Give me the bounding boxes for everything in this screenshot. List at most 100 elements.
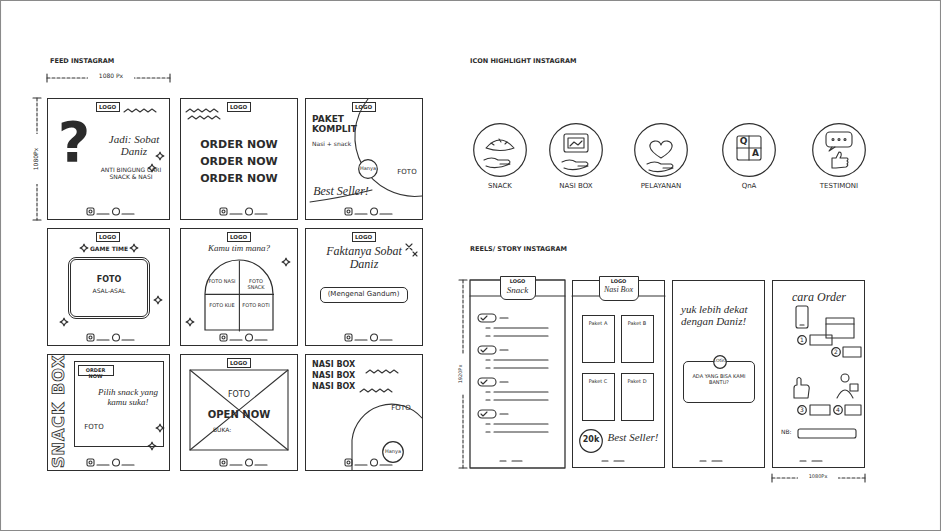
dimension-line xyxy=(772,474,865,482)
post-footer-icons xyxy=(87,459,134,466)
photo-placeholder xyxy=(190,370,288,450)
node-text: 4 xyxy=(833,407,843,414)
testimonial-icon xyxy=(832,152,848,168)
testimonial-icon xyxy=(838,139,840,141)
order-step-icons xyxy=(796,306,808,328)
doodle-sparkle xyxy=(130,244,138,252)
feed-post: FOTOOPEN NOWBUKA:LOGO xyxy=(180,354,298,471)
node-text: ORDER NOW xyxy=(79,368,112,379)
testimonial-icon xyxy=(829,147,835,151)
nasi-box-icon xyxy=(570,141,582,146)
post-footer-icons xyxy=(87,334,134,341)
node-text: FOTO xyxy=(386,405,416,413)
snack-icon xyxy=(491,139,507,145)
screen-footer-marks xyxy=(700,460,722,461)
circle-outline xyxy=(722,123,776,177)
order-step-icons xyxy=(841,374,849,382)
node-text: OPEN NOW xyxy=(191,409,287,420)
node-text: NASI BOX xyxy=(312,361,372,370)
order-step-icons xyxy=(850,384,858,391)
node-text: NB: xyxy=(781,429,801,436)
snack-icon xyxy=(484,139,514,168)
node-text: FOTO xyxy=(71,276,147,285)
node-text: FOTO xyxy=(79,424,109,432)
node-text: Hanya xyxy=(382,449,404,455)
logo-circle: LOGO xyxy=(711,355,729,369)
arch-outline xyxy=(205,260,273,330)
node-text: NASI BOX xyxy=(534,183,618,191)
logo-box: LOGO xyxy=(227,358,251,368)
menu-list xyxy=(478,314,548,336)
node-text: (Mengenal Gandum) xyxy=(321,291,406,299)
node-text: Paket B xyxy=(622,321,652,327)
node-text: Jadi: Sobat Daniz xyxy=(100,133,168,157)
price-badge: Hanya xyxy=(358,159,378,179)
node-text: NASI BOX xyxy=(312,372,372,381)
service-icon xyxy=(647,141,673,172)
testimonial-icon xyxy=(844,139,846,141)
doodle-zigzag xyxy=(366,370,398,373)
dimension-line xyxy=(459,279,467,280)
doodle-sparkle xyxy=(60,318,68,326)
node-text: GAME TIME xyxy=(78,246,140,253)
step-number: 1 xyxy=(797,335,807,345)
node-text: ? xyxy=(52,111,96,173)
node-text: FOTO xyxy=(394,169,420,177)
circle-outline xyxy=(580,430,603,453)
photo-placeholder xyxy=(190,370,288,450)
highlight-icon: TESTIMONI xyxy=(812,123,866,177)
node-text: cara Order xyxy=(787,291,851,304)
order-step-icons xyxy=(843,347,861,357)
feed-post: SNACK BOX Pilih snack yang kamu suka! FOTO… xyxy=(47,354,170,471)
doodle-cross xyxy=(406,244,417,256)
circle-outline xyxy=(798,336,807,345)
feed-post: Faktanya Sobat DanizLOGO(Mengenal Gandum… xyxy=(305,228,423,346)
circle-outline xyxy=(832,348,841,357)
snack-icon xyxy=(484,158,510,168)
circle-outline xyxy=(812,123,866,177)
node-text: SNACK BOX xyxy=(50,356,68,468)
photo-placeholder xyxy=(190,370,288,450)
testimonial-icon xyxy=(826,132,852,168)
logo-box: LOGO xyxy=(227,102,251,112)
dimension-line xyxy=(33,97,41,98)
photo-frame: Pilih snack yang kamu suka! FOTO ORDER NOW xyxy=(74,361,164,447)
poll-dividers xyxy=(206,261,274,331)
feed-post: ?Jadi: Sobat DanizANTI BINGUNG CARI SNAC… xyxy=(47,98,170,220)
dimension-label: 1920Px xyxy=(458,354,464,394)
circle-outline xyxy=(798,406,807,415)
logo-box: LOGO xyxy=(352,102,376,112)
screen-footer-marks xyxy=(602,460,624,461)
screen-footer-marks xyxy=(800,460,822,461)
dimension-line xyxy=(459,467,467,468)
circle-outline xyxy=(549,123,603,177)
node-text: 20k xyxy=(579,436,603,445)
order-step-icons xyxy=(826,323,854,324)
node-text: LOGO xyxy=(228,360,249,366)
dimension-label: 1080 Px xyxy=(88,73,134,80)
doodle-zigzag xyxy=(360,389,392,392)
dimension-label: 1080Px xyxy=(33,134,40,184)
node-text: Pilih snack yang kamu suka! xyxy=(97,388,159,408)
doodle-sparkle xyxy=(60,152,290,450)
nasi-box-icon xyxy=(562,134,588,170)
section-heading: ICON HIGHLIGHT INSTAGRAM xyxy=(470,58,670,65)
node-text: FOTO NASI xyxy=(208,279,236,285)
node-text: Paket A xyxy=(583,321,613,327)
menu-list xyxy=(478,410,548,432)
poll-arch: FOTO NASIFOTO SNACKFOTO KUEFOTO ROTI xyxy=(204,259,274,331)
node-text: Hanya xyxy=(358,166,378,172)
node-text: SNACK xyxy=(458,183,542,191)
node-text: TESTIMONI xyxy=(797,183,881,191)
node-text: LOGO xyxy=(353,234,374,240)
story-screen xyxy=(470,280,565,468)
dialog-box: ADA YANG BISA KAMI BANTU?LOGO xyxy=(683,361,755,403)
qna-icon xyxy=(737,136,761,160)
node-text: FOTO ROTI xyxy=(242,303,270,309)
nasi-box-icon xyxy=(568,138,584,148)
node-text: PAKET KOMPLIT xyxy=(312,115,366,135)
step-number: 2 xyxy=(831,347,841,357)
menu-list xyxy=(478,346,548,368)
